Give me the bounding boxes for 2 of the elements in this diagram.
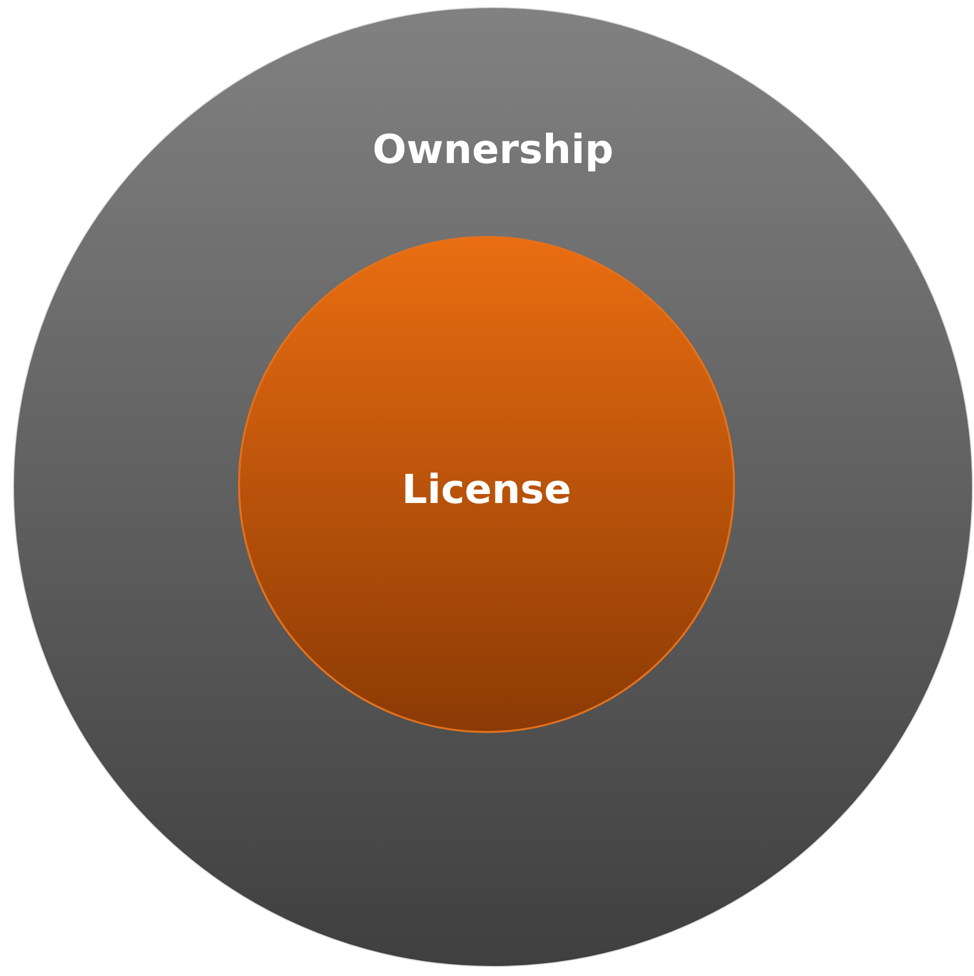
circle-label: Ownership bbox=[372, 126, 614, 174]
circle-label: License bbox=[402, 466, 572, 514]
